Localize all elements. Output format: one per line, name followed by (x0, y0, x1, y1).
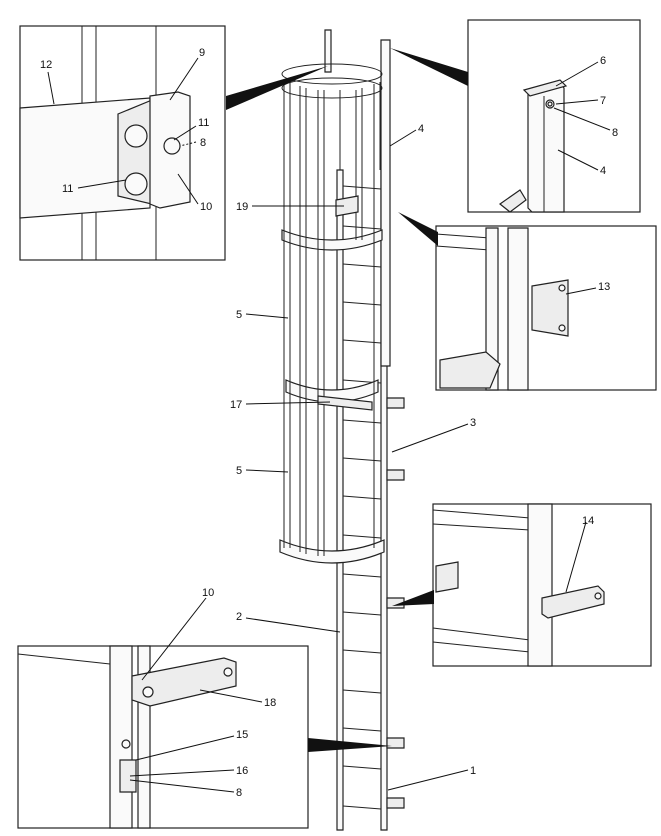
connector-wedge-lr (392, 590, 434, 606)
callout-3: 3 (470, 417, 476, 429)
detail-mid-right (435, 225, 657, 391)
cage-hoop-bottom (279, 539, 385, 564)
callout-8-detail-bl: 8 (236, 787, 242, 799)
connector-wedge-mr (398, 212, 438, 246)
detail-top-right (467, 19, 641, 213)
callout-10-detail-tl: 10 (200, 201, 212, 213)
safety-cage (279, 63, 385, 564)
callout-16: 16 (236, 765, 248, 777)
leader-lines (47, 57, 611, 793)
callout-11-upper: 11 (198, 117, 209, 129)
ladder-stile-left (336, 169, 344, 831)
connector-wedge-tr (390, 48, 468, 86)
ladder-rungs (342, 185, 382, 810)
callout-1: 1 (470, 765, 476, 777)
callout-15: 15 (236, 729, 248, 741)
bracket-17 (317, 395, 373, 411)
bracket-14 (541, 585, 605, 619)
detail-bottom-left (17, 645, 309, 829)
connector-wedge-bl (308, 738, 392, 752)
callout-2: 2 (236, 611, 242, 623)
callout-6: 6 (600, 55, 606, 67)
callout-13: 13 (598, 281, 610, 293)
callout-labels: 12 9 11 8 11 10 6 7 8 4 4 19 5 17 3 5 2 … (40, 47, 618, 799)
cage-hoop-top (281, 63, 383, 85)
callout-17: 17 (230, 399, 242, 411)
cage-hoop-middle (281, 229, 383, 251)
callout-14: 14 (582, 515, 594, 527)
callout-18: 18 (264, 697, 276, 709)
callout-8-detail-tr: 8 (612, 127, 618, 139)
callout-9: 9 (199, 47, 205, 59)
bracket-19 (335, 195, 359, 217)
cage-vertical-bars (283, 82, 381, 556)
callout-8-detail-tl: 8 (200, 137, 206, 149)
detail-lower-right (432, 503, 652, 667)
callout-19: 19 (236, 201, 248, 213)
cage-hoop-lower (285, 379, 379, 403)
callout-5-lower: 5 (236, 465, 242, 477)
detail-top-left (19, 25, 226, 261)
callout-12: 12 (40, 59, 52, 71)
callout-10-detail-bl: 10 (202, 587, 214, 599)
callout-11-lower: 11 (62, 183, 73, 195)
cap-6 (522, 79, 568, 97)
callout-7: 7 (600, 95, 606, 107)
callout-4: 4 (418, 123, 424, 135)
extension-rail (380, 39, 391, 367)
bracket-13 (531, 279, 569, 337)
callout-5-upper: 5 (236, 309, 242, 321)
bracket-18 (131, 657, 237, 707)
cage-top-post (324, 29, 332, 73)
main-ladder (324, 29, 405, 831)
connector-wedge-tl (226, 66, 328, 110)
callout-4-detail-tr: 4 (600, 165, 606, 177)
